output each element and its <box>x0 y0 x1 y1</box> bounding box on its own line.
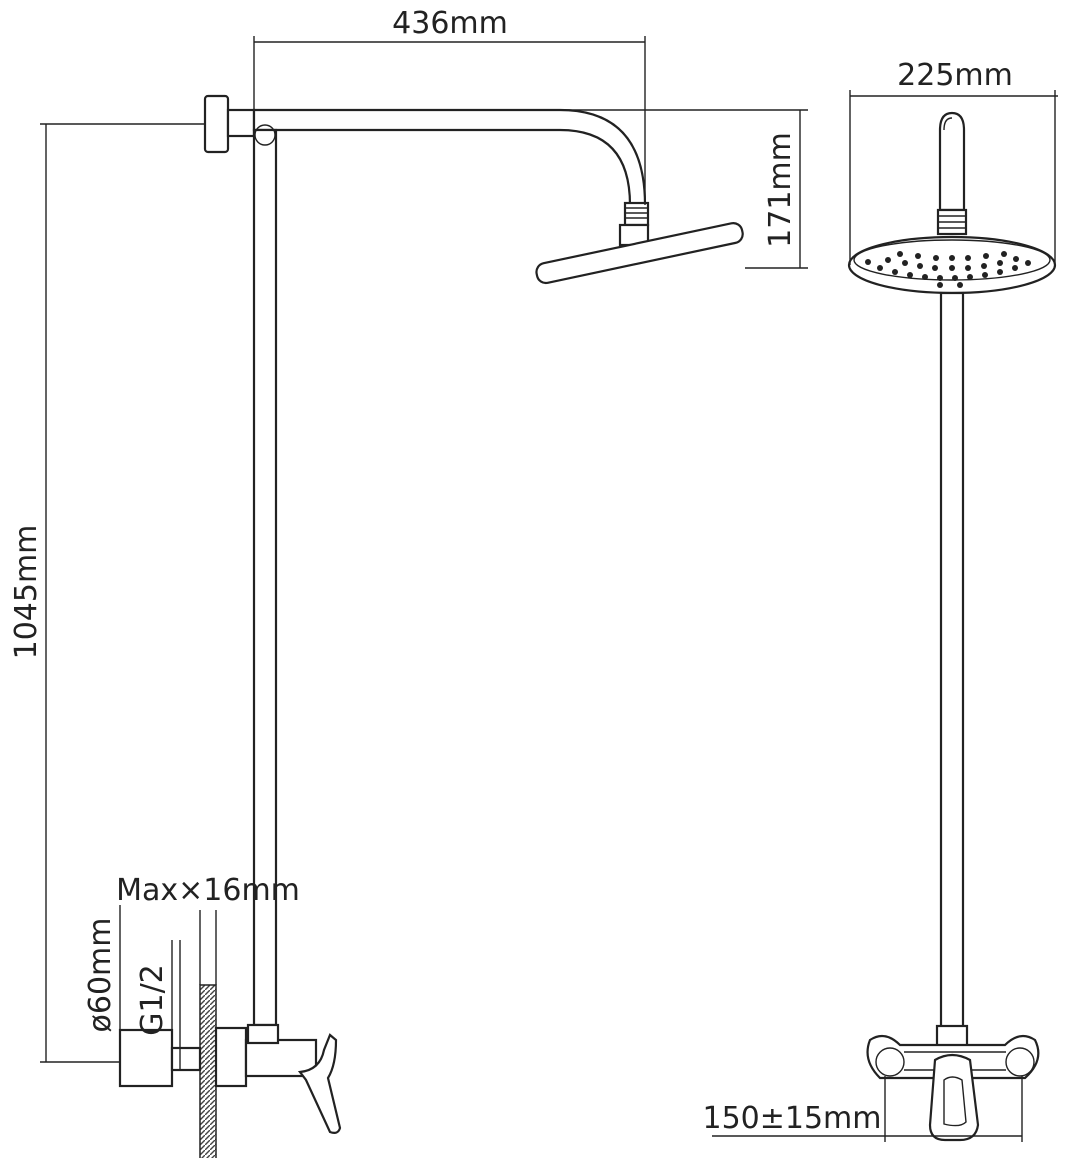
wall-section <box>199 984 217 1158</box>
dim-arm-length: 436mm <box>392 6 508 41</box>
front-view: 225mm 150±15mm <box>702 58 1058 1142</box>
dim-thread: G1/2 <box>135 964 170 1036</box>
dim-head-diameter: 225mm <box>897 58 1013 93</box>
shower-head-side <box>535 222 744 285</box>
dim-rail-height: 1045mm <box>9 525 44 660</box>
dim-escutcheon: ø60mm <box>83 918 118 1033</box>
escutcheon-side <box>118 1028 174 1088</box>
vertical-rail-front <box>939 291 965 1030</box>
dim-wall-max: Max×16mm <box>116 873 300 908</box>
mixer-valve-side <box>244 1038 318 1078</box>
side-view: 436mm 171mm 1045mm Max×16mm ø60mm G1/2 <box>9 6 808 1158</box>
dim-head-drop: 171mm <box>763 132 798 248</box>
lever-handle-front <box>928 1053 980 1142</box>
lever-handle-side <box>297 1033 342 1134</box>
dim-inlet-spacing: 150±15mm <box>702 1101 881 1136</box>
shower-arm-front <box>938 111 966 212</box>
shower-arm <box>252 108 647 207</box>
wall-bracket-top <box>203 94 230 154</box>
